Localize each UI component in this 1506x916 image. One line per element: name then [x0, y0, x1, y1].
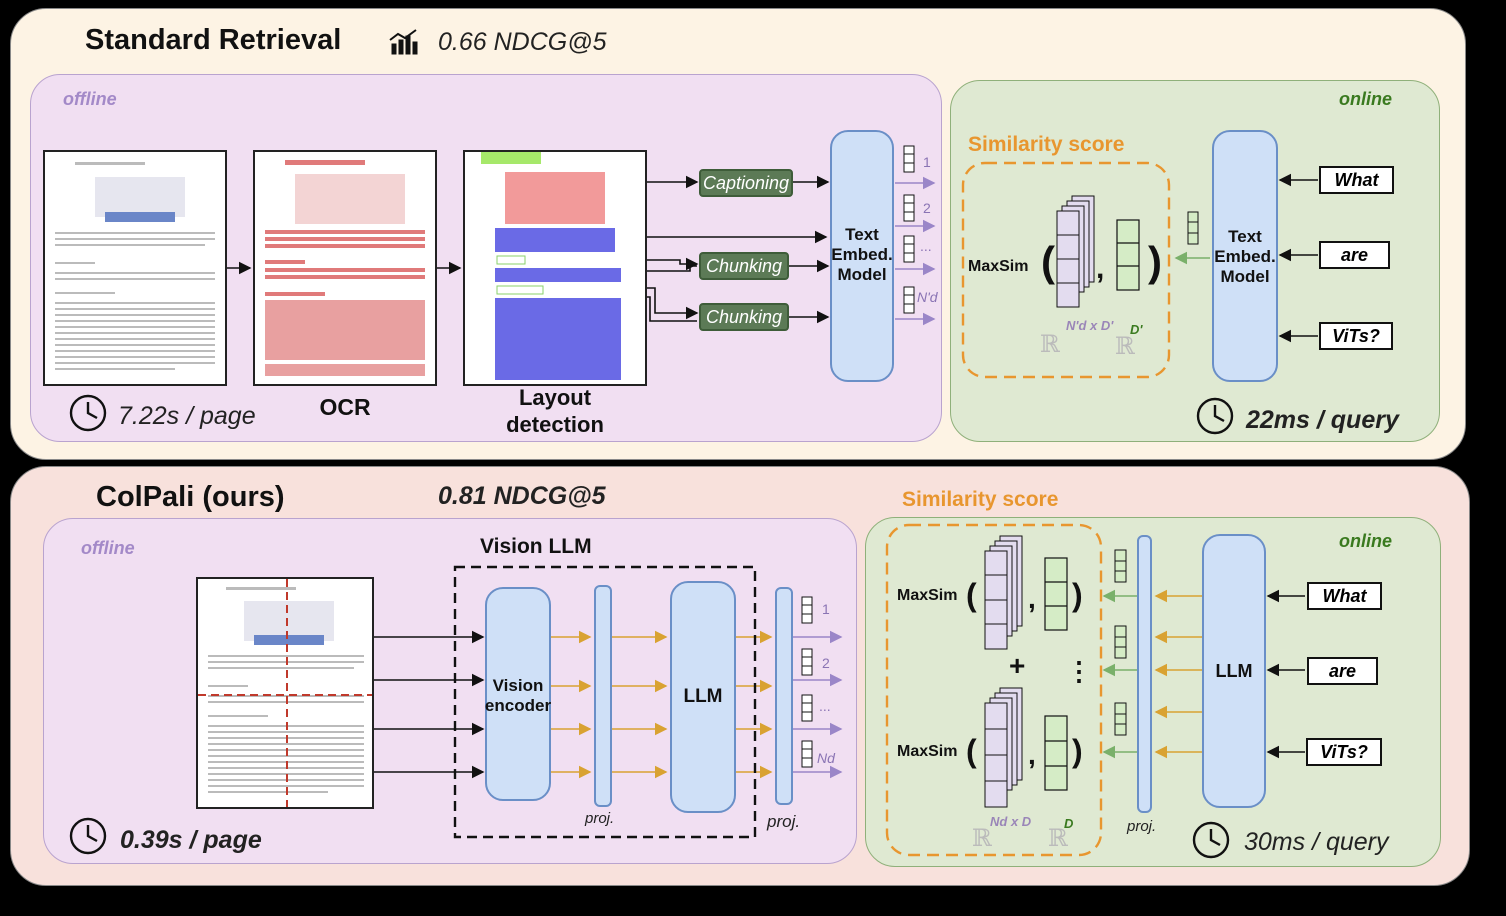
plus-sign: + [1009, 650, 1026, 681]
layout-page [463, 150, 647, 386]
proj-bar-3 [1137, 535, 1152, 813]
time-online-bottom: 30ms / query [1244, 828, 1389, 856]
query-token-are-top: are [1319, 241, 1390, 269]
vec-label-bottom-3: ... [819, 698, 831, 714]
time-online-top: 22ms / query [1246, 406, 1399, 434]
space-doc-top: N'd x D' [1066, 318, 1114, 333]
chunking-box-2: Chunking [699, 303, 789, 331]
vec-label-top-4: N'd [917, 289, 938, 305]
time-offline-bottom: 0.39s / page [120, 826, 262, 854]
vec-label-bottom-2: 2 [822, 655, 830, 671]
maxsim-label-bottom-1: MaxSim [897, 587, 958, 604]
text-embed-model-query-label: Text Embed. Model [1214, 227, 1276, 286]
vision-llm-label: Vision LLM [480, 535, 592, 558]
proj-label-1: proj. [585, 810, 615, 827]
vec-label-top-3: ... [920, 238, 932, 254]
vec-label-top-2: 2 [923, 200, 931, 216]
proj-label-3: proj. [1127, 818, 1157, 835]
colpali-offline-tag: offline [81, 538, 135, 558]
query-token-vits-top: ViTs? [1319, 322, 1393, 350]
colpali-document-page [196, 577, 374, 809]
query-token-what-bottom: What [1307, 582, 1382, 610]
vertical-dots: ⋮ [1066, 656, 1092, 686]
similarity-score-title-top: Similarity score [968, 133, 1125, 156]
maxsim-label-bottom-2: MaxSim [897, 743, 958, 760]
space-q-bottom: D [1064, 816, 1074, 831]
proj-label-2: proj. [767, 812, 801, 831]
document-page [43, 150, 227, 386]
standard-metric: 0.66 NDCG@5 [438, 28, 607, 56]
space-doc-bottom: Nd x D [990, 814, 1032, 829]
standard-title: Standard Retrieval [85, 24, 342, 56]
proj-bar-1 [594, 585, 612, 807]
layout-label: Layout detection [506, 385, 604, 437]
standard-offline-tag: offline [63, 89, 117, 109]
maxsim-label-top: MaxSim [968, 258, 1029, 275]
ocr-page [253, 150, 437, 386]
colpali-online-panel [865, 517, 1441, 867]
similarity-score-title-bottom: Similarity score [902, 488, 1059, 511]
colpali-online-tag: online [1339, 531, 1392, 551]
vec-label-bottom-4: Nd [817, 750, 835, 766]
vision-encoder-label: Vision encoder [484, 676, 552, 715]
captioning-box: Captioning [699, 169, 793, 197]
ocr-label: OCR [319, 394, 371, 420]
vec-label-top-1: 1 [923, 154, 931, 170]
query-token-what-top: What [1319, 166, 1394, 194]
colpali-title: ColPali (ours) [96, 481, 285, 513]
llm-label-query: LLM [1215, 661, 1253, 681]
proj-bar-2 [775, 587, 793, 805]
chunking-box-1: Chunking [699, 252, 789, 280]
llm-box-query [1202, 534, 1266, 808]
time-offline-top: 7.22s / page [118, 402, 256, 430]
query-token-are-bottom: are [1307, 657, 1378, 685]
standard-online-tag: online [1339, 89, 1392, 109]
text-embed-model-query [1212, 130, 1278, 382]
text-embed-model-doc-label: Text Embed. Model [831, 225, 893, 284]
vec-label-bottom-1: 1 [822, 601, 830, 617]
space-q-top: D' [1130, 322, 1143, 337]
query-token-vits-bottom: ViTs? [1306, 738, 1382, 766]
text-embed-model-doc [830, 130, 894, 382]
colpali-metric: 0.81 NDCG@5 [438, 482, 606, 510]
llm-label-doc: LLM [683, 686, 723, 707]
